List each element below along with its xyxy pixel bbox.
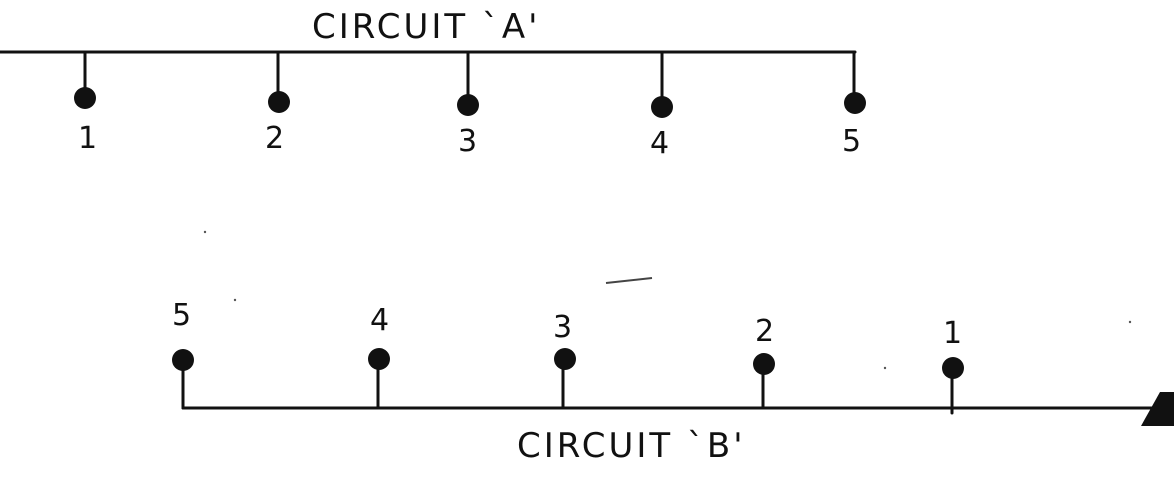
circuit-b-node-1: 1 — [942, 316, 964, 415]
circuit-b-node-label-3: 3 — [553, 310, 572, 345]
circuit-a-node-dot-2 — [268, 91, 290, 113]
circuit-b-node-3: 3 — [553, 310, 576, 410]
circuit-b-node-label-4: 4 — [370, 303, 389, 338]
scan-speck — [1128, 320, 1132, 324]
circuit-b-node-label-1: 1 — [943, 316, 962, 351]
circuit-b-node-dot-2 — [753, 353, 775, 375]
circuit-a-node-5: 5 — [842, 50, 866, 159]
circuit-a-node-1: 1 — [74, 50, 97, 156]
circuit-a-node-label-2: 2 — [265, 121, 284, 156]
circuit-b: CIRCUIT `B' 5 4 3 2 1 — [172, 298, 1174, 466]
circuit-b-node-2: 2 — [753, 314, 775, 410]
circuit-b-node-dot-5 — [172, 349, 194, 371]
circuit-a-node-4: 4 — [650, 50, 673, 161]
circuit-b-node-label-2: 2 — [755, 314, 774, 349]
circuit-b-node-4: 4 — [368, 303, 390, 410]
circuit-a-node-dot-3 — [457, 94, 479, 116]
circuit-b-node-dot-1 — [942, 357, 964, 379]
circuit-b-title: CIRCUIT `B' — [517, 426, 746, 466]
circuit-b-node-dot-3 — [554, 348, 576, 370]
circuit-b-node-5: 5 — [172, 298, 194, 410]
circuit-b-node-label-5: 5 — [172, 298, 191, 333]
scan-speck — [883, 366, 887, 370]
circuit-b-triangle-end-icon — [1141, 392, 1174, 426]
circuit-a-node-dot-5 — [844, 92, 866, 114]
circuit-a: CIRCUIT `A' 1 2 3 4 5 — [0, 7, 866, 161]
circuit-a-node-2: 2 — [265, 50, 290, 156]
scan-smudge — [605, 277, 653, 284]
circuit-a-node-label-5: 5 — [842, 124, 861, 159]
scan-specks — [203, 230, 1132, 370]
circuit-b-node-dot-4 — [368, 348, 390, 370]
circuit-a-node-dot-4 — [651, 96, 673, 118]
circuit-a-node-label-3: 3 — [458, 124, 477, 159]
scan-speck — [233, 298, 237, 302]
circuit-a-node-dot-1 — [74, 87, 96, 109]
scan-speck — [203, 230, 207, 234]
circuit-a-title: CIRCUIT `A' — [312, 7, 541, 47]
circuit-a-node-label-4: 4 — [650, 126, 669, 161]
circuit-a-node-3: 3 — [457, 50, 479, 159]
circuit-a-node-label-1: 1 — [78, 121, 97, 156]
